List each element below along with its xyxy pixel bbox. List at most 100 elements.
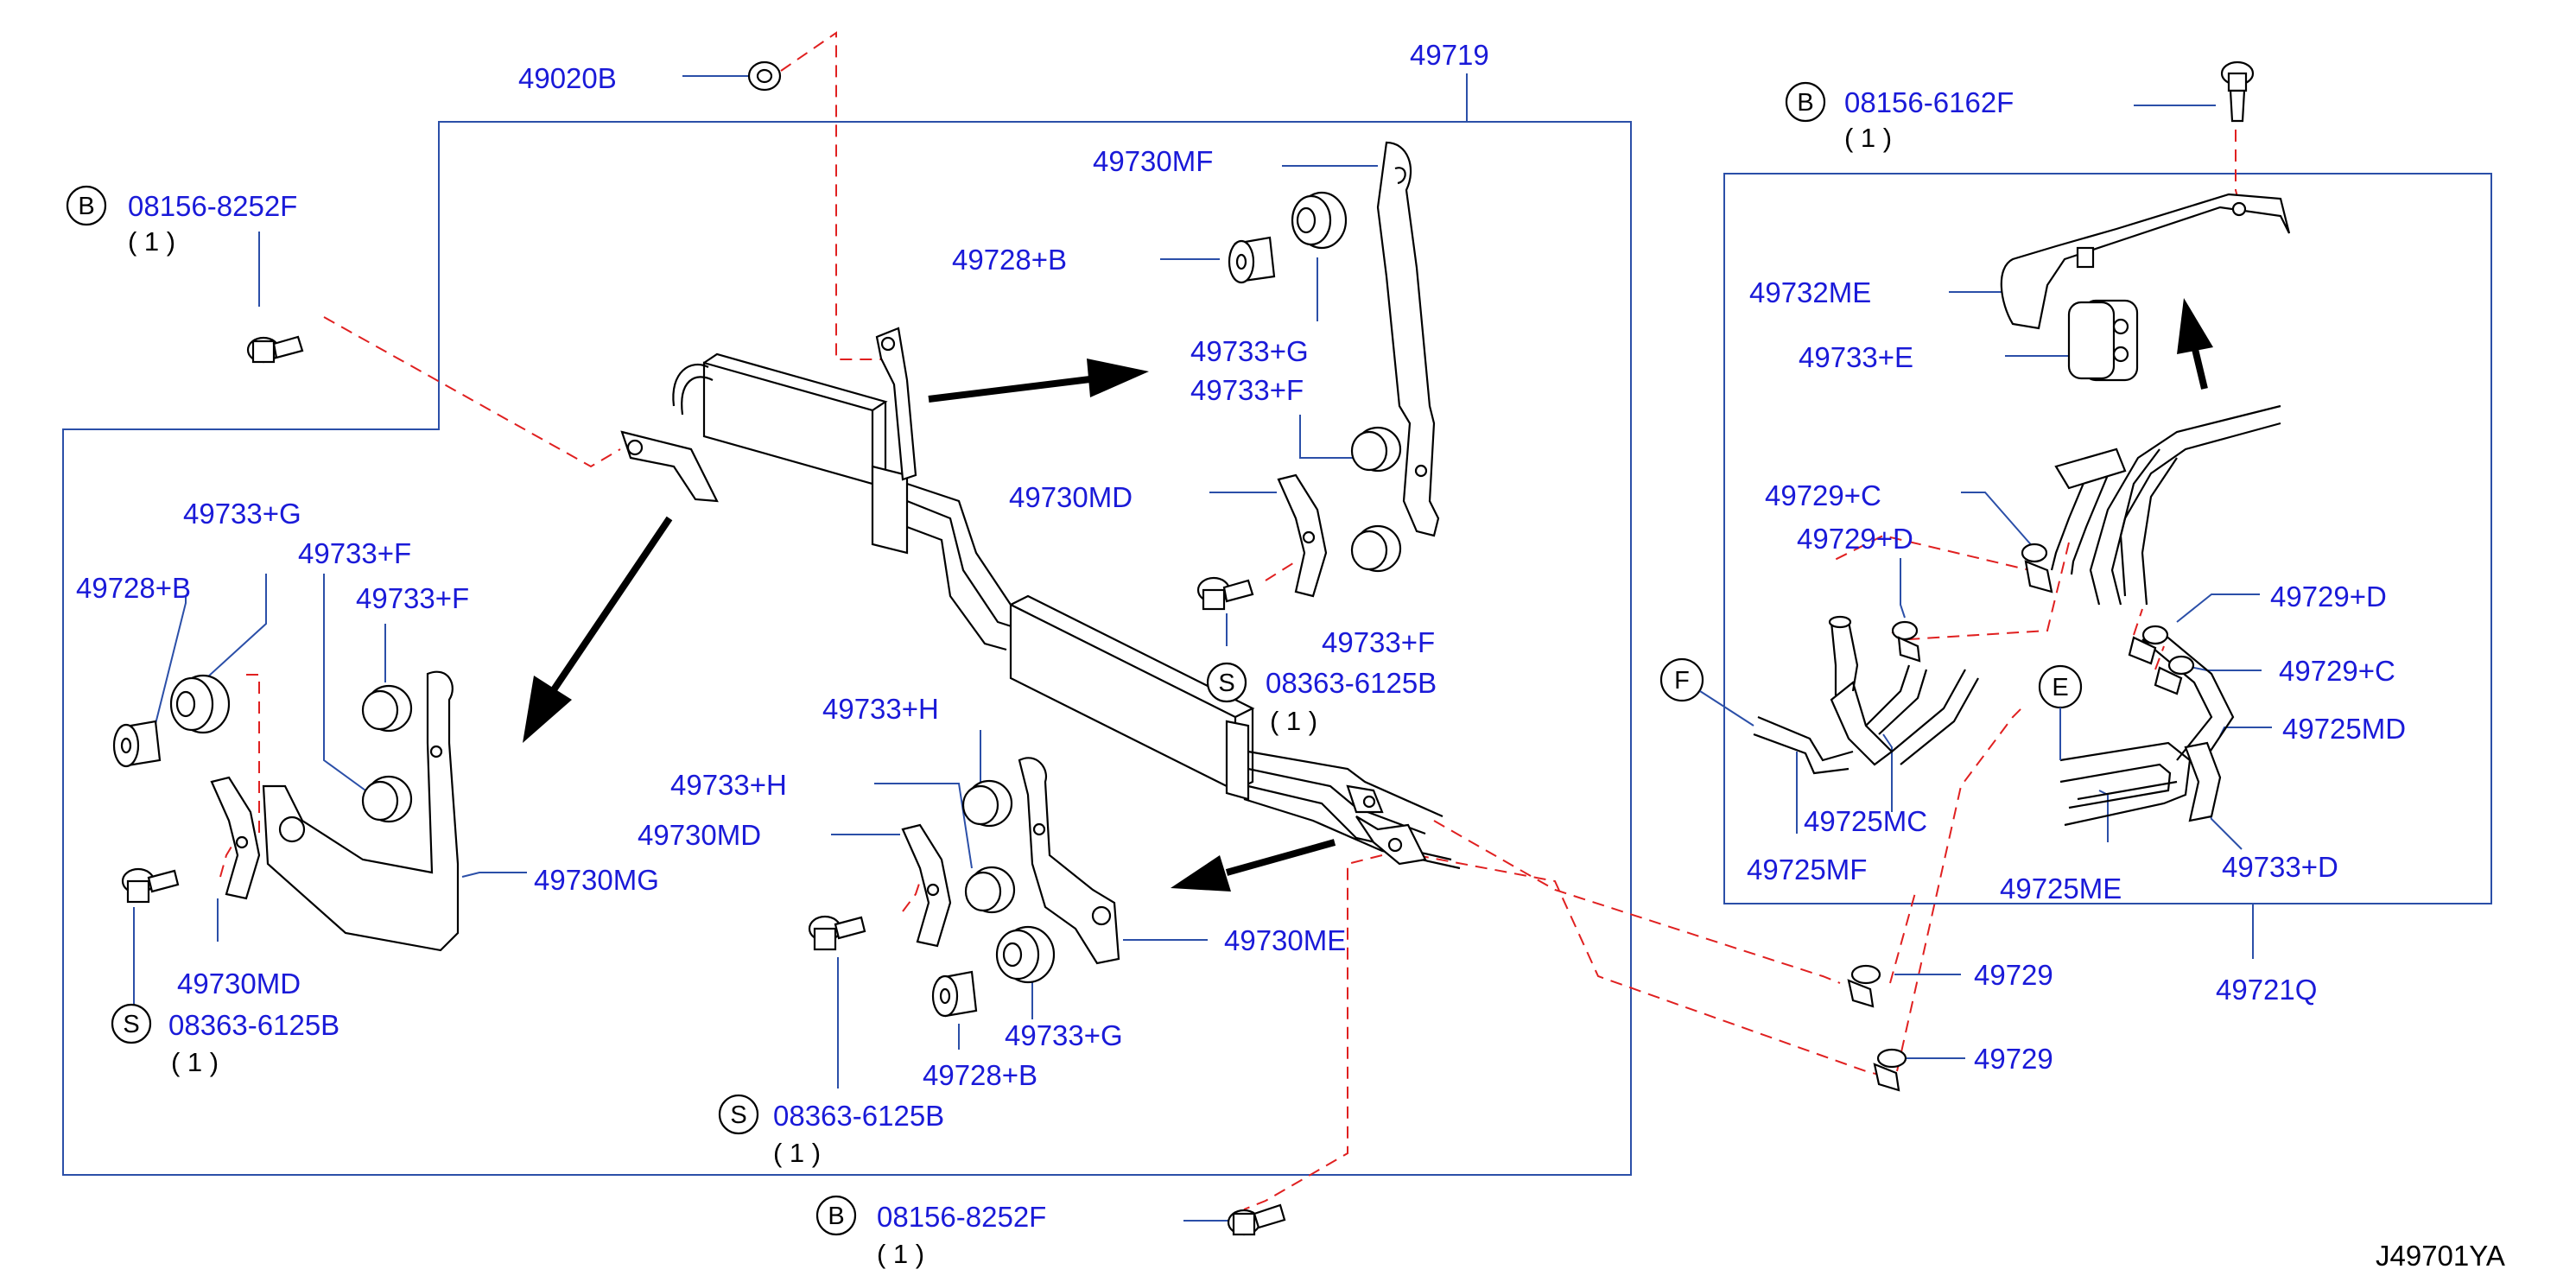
clip-49729-2 xyxy=(1873,1048,1907,1092)
clip-49729-1 xyxy=(1847,964,1881,1008)
callout-S-mid-letter: S xyxy=(1218,670,1234,697)
label-08363-bot: 08363-6125B xyxy=(773,1100,944,1132)
grommet-49733F-top xyxy=(1350,426,1402,473)
label-49725MC: 49725MC xyxy=(1804,805,1927,837)
clamp-49730MD-top xyxy=(1277,473,1328,598)
label-49729-2: 49729 xyxy=(1974,1043,2053,1075)
hose-49725MD xyxy=(2050,404,2281,770)
qty-08363-mid: ( 1 ) xyxy=(1270,706,1317,736)
label-49020B: 49020B xyxy=(518,62,617,94)
part-labels: 49020B 49719 49730MF 49728+B 49733+G 497… xyxy=(76,39,2505,1272)
label-49732ME: 49732ME xyxy=(1749,276,1871,308)
callout-F-letter: F xyxy=(1674,667,1690,695)
label-08156-left: 08156-8252F xyxy=(128,190,297,222)
label-49729D-1: 49729+D xyxy=(1797,523,1913,555)
clip-49729D-2 xyxy=(2128,625,2169,665)
callout-B-right: B xyxy=(1785,81,1826,123)
bushing-49728B-left xyxy=(112,720,162,768)
grommet-49733G-top xyxy=(1291,191,1348,250)
callout-S-mid: S xyxy=(1206,662,1247,703)
label-49719: 49719 xyxy=(1410,39,1489,71)
callout-B-bot: B xyxy=(815,1195,857,1236)
label-49730MD-top: 49730MD xyxy=(1009,481,1133,513)
label-49733H-2: 49733+H xyxy=(670,769,787,801)
clamp-49730MD-bot xyxy=(901,823,952,948)
label-49733G-top: 49733+G xyxy=(1190,335,1309,367)
hose-49725MF-MC xyxy=(1753,615,1979,775)
qty-08363-bot: ( 1 ) xyxy=(773,1138,821,1168)
callout-E-letter: E xyxy=(2052,674,2068,701)
label-49733H-1: 49733+H xyxy=(822,693,939,725)
label-49733F-top: 49733+F xyxy=(1190,374,1304,406)
callout-B-left: B xyxy=(66,185,107,226)
bracket-49730MF xyxy=(1376,141,1440,537)
bolt-08156-left xyxy=(246,335,304,364)
bushing-49728B-top xyxy=(1228,236,1276,284)
grommet-49733G-bot xyxy=(995,925,1056,984)
clip-49729C-1 xyxy=(2021,543,2053,593)
label-49733G-left: 49733+G xyxy=(183,498,301,530)
direction-arrows xyxy=(523,298,2213,892)
label-49733E: 49733+E xyxy=(1799,341,1913,373)
qty-08363-left: ( 1 ) xyxy=(171,1047,219,1077)
nut-49020B xyxy=(747,60,782,92)
callout-S-left: S xyxy=(111,1003,152,1044)
qty-08156-right: ( 1 ) xyxy=(1844,123,1892,153)
clip-49729D-1 xyxy=(1891,620,1921,663)
grommet-49733F-left1 xyxy=(361,684,413,733)
callout-B-bot-letter: B xyxy=(828,1203,844,1230)
label-49725ME: 49725ME xyxy=(2000,873,2122,904)
label-49725MF: 49725MF xyxy=(1747,854,1867,885)
label-08156-right: 08156-6162F xyxy=(1844,86,2014,118)
label-08363-left: 08363-6125B xyxy=(168,1009,339,1041)
callout-S-bot: S xyxy=(718,1094,759,1135)
callout-S-left-letter: S xyxy=(123,1011,139,1038)
assembly-lines xyxy=(219,31,2240,1210)
label-49728B-top: 49728+B xyxy=(952,244,1067,276)
label-08156-bot: 08156-8252F xyxy=(877,1201,1046,1233)
label-49730MG: 49730MG xyxy=(534,864,659,896)
bolt-08156-right xyxy=(2220,60,2255,123)
clamp-49730MD-left xyxy=(210,776,261,900)
label-49733F-mid: 49733+F xyxy=(1322,626,1435,658)
grommet-49733G-left xyxy=(169,674,231,734)
label-49733F-left2: 49733+F xyxy=(356,582,469,614)
label-49728B-left: 49728+B xyxy=(76,572,191,604)
bolt-08363-bot xyxy=(808,915,866,951)
bolt-08363-left xyxy=(121,867,180,904)
callout-E: E xyxy=(2038,664,2083,760)
bolt-08363-mid xyxy=(1196,576,1254,611)
grommet-49733F-mid xyxy=(1350,524,1402,573)
label-49721Q: 49721Q xyxy=(2216,974,2317,1006)
qty-08156-bot: ( 1 ) xyxy=(877,1239,924,1269)
callout-F: F xyxy=(1659,657,1754,727)
clip-49729C-2 xyxy=(2154,655,2195,695)
label-08363-mid: 08363-6125B xyxy=(1266,667,1437,699)
bracket-49730ME xyxy=(1018,757,1120,965)
label-49730MD-left: 49730MD xyxy=(177,968,301,1000)
label-49730MF: 49730MF xyxy=(1093,145,1213,177)
hose-49725ME xyxy=(2059,741,2192,827)
leader-lines xyxy=(133,75,2272,1222)
label-49730ME: 49730ME xyxy=(1224,924,1346,956)
label-49729-1: 49729 xyxy=(1974,959,2053,991)
label-49729C-2: 49729+C xyxy=(2279,655,2395,687)
label-49728B-bot: 49728+B xyxy=(923,1059,1037,1091)
frame-49719 xyxy=(62,73,1632,1176)
label-49729C-1: 49729+C xyxy=(1765,479,1881,511)
frame-49721Q xyxy=(1723,173,2492,959)
qty-08156-left: ( 1 ) xyxy=(128,226,175,257)
grommet-49733F-left2 xyxy=(361,775,413,823)
reference-code: J49701YA xyxy=(2376,1240,2505,1272)
label-49729D-2: 49729+D xyxy=(2270,581,2387,612)
label-49725MD: 49725MD xyxy=(2282,713,2406,745)
oil-cooler-assembly xyxy=(620,327,1461,870)
grommet-49733D xyxy=(2184,741,2222,822)
label-49730MD-bot: 49730MD xyxy=(638,819,761,851)
grommet-49733E xyxy=(2067,299,2139,382)
callout-B-right-letter: B xyxy=(1797,89,1813,117)
callout-S-bot-letter: S xyxy=(730,1101,746,1129)
grommet-49733H-2 xyxy=(964,866,1016,914)
grommet-49733H-1 xyxy=(961,779,1013,828)
